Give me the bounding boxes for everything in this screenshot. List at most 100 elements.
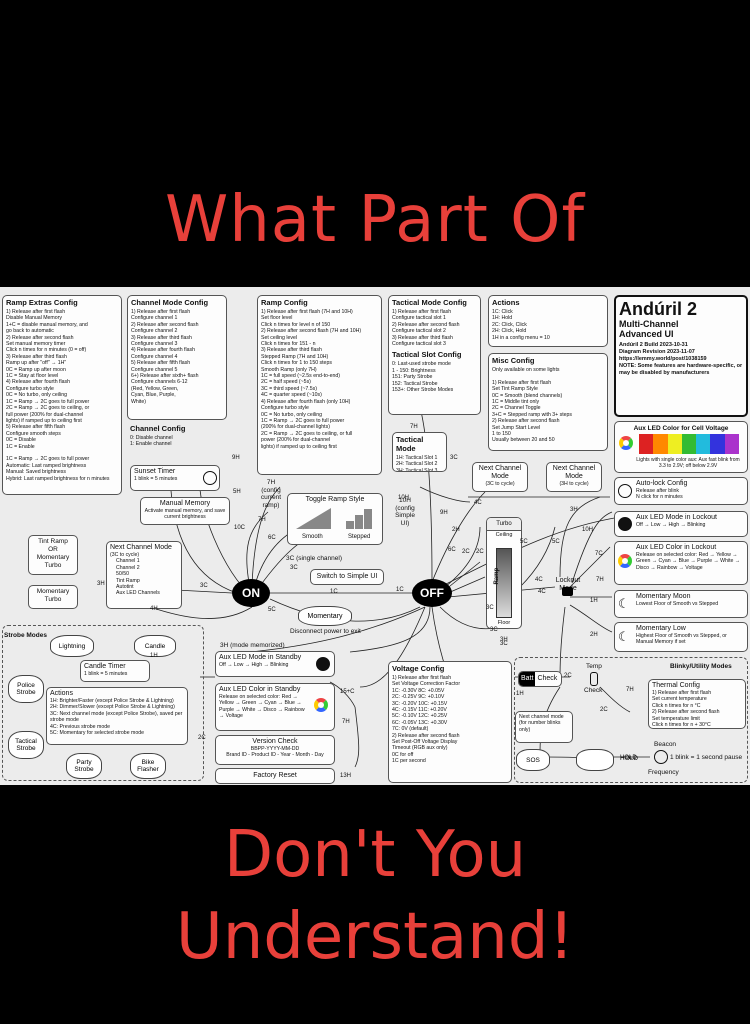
edge-label: 5C <box>520 539 528 545</box>
momentary-moon-sub: Lowest Floor of Smooth vs Stepped <box>636 601 719 607</box>
actions-line: 2H: Click, Hold <box>492 328 527 335</box>
factory-reset-panel: Factory Reset <box>215 768 335 784</box>
channel-mode-config-line: (Red, Yellow, Green, <box>131 385 179 392</box>
lock-icon <box>562 587 573 596</box>
strobe-actions-lines: 1H: Brighter/Faster (except Police Strob… <box>50 698 184 736</box>
actions-line: 1C: Click <box>492 309 513 315</box>
aux-led-lockout-sub: Off → Low → High → Blinking <box>636 522 706 528</box>
manual-memory-title: Manual Memory <box>159 500 211 507</box>
voltage-config-line: Set Voltage Correction Factor <box>392 681 461 688</box>
voltage-config-line: 4C: -0.15V 11C: +0.20V <box>392 707 447 714</box>
channel-config-title: Channel Config <box>130 424 186 433</box>
ramp-config-lines: 1) Release after first flash (7H and 10H… <box>261 309 378 450</box>
ramp-config-line: 2C = half speed (~5s) <box>261 379 311 386</box>
next-channel-mode-c-item-line: Tint Ramp <box>116 577 140 584</box>
auto-lock-title: Auto-lock Config <box>636 480 688 487</box>
manual-memory-panel: Manual Memory Activate manual memory, an… <box>140 497 230 525</box>
channel-mode-config-lines: 1) Release after first flash Configure c… <box>131 309 223 405</box>
ramp-config-line: 0C = No turbo, only ceiling <box>261 411 322 418</box>
edge-label: 3C <box>200 583 208 589</box>
channel-mode-config-line: Configure channel 2 <box>131 328 178 335</box>
ramp-extras-line: Automatic: Last ramped brightness <box>6 462 87 469</box>
edge-label: 9H <box>440 510 448 516</box>
edge-label: 7H <box>258 517 266 523</box>
tactical-mode-title: Tactical Mode <box>396 435 424 453</box>
edge-label: 4C <box>535 577 543 583</box>
batt-check-label: Check <box>537 675 558 682</box>
misc-config-line: 3+C = Stepped ramp with 3+ steps <box>492 411 573 418</box>
strobe-modes-group <box>2 625 204 781</box>
edge-label: 5H <box>233 489 241 495</box>
edge-label: 1H <box>150 653 158 659</box>
misc-config-line: Usually between 20 and 50 <box>492 437 555 444</box>
anduril-url[interactable]: https://lemmy.world/post/1038159 <box>619 356 707 362</box>
edge-label: 7C <box>595 551 603 557</box>
tactical-mode-config-lines: 1) Release after first flash Configure t… <box>392 309 477 347</box>
ramp-config-line: Click n times for 151 - n <box>261 341 316 348</box>
thermal-config-line: 2) Release after second flash <box>652 709 720 716</box>
next-channel-mode-a: Next Channel Mode (3C to cycle) <box>472 462 528 492</box>
ramp-gradient <box>496 548 512 618</box>
temp-check-label: Check <box>584 687 603 694</box>
ramp-extras-line: Configure turbo style <box>6 385 54 392</box>
ramp-config-line: 1C = full speed (~2.5s end-to-end) <box>261 373 341 380</box>
strobe-action-line: 4C: Previous strobe mode <box>50 723 110 730</box>
voltage-config-line: 1C: -0.30V 8C: +0.05V <box>392 687 445 694</box>
misc-config-lines: Only available on some lights 1) Release… <box>492 367 604 444</box>
auto-lock-config-panel: Auto-lock Config Release after blink N c… <box>614 477 748 505</box>
aux-led-lockout-title: Aux LED Mode in Lockout <box>636 514 717 521</box>
ramp-config-line: 3C = third speed (~7.5s) <box>261 385 317 392</box>
thermometer-icon <box>590 672 598 686</box>
edge-label: 4H <box>150 606 158 612</box>
next-channel-mode-c-item-line: Autotint <box>116 584 134 591</box>
stepped-label: Stepped <box>348 534 371 540</box>
version-check-panel: Version Check BBPP-YYYY-MM-DD Brand ID -… <box>215 735 335 765</box>
ramp-config-line: 2) Release after second flash (7H and 10… <box>261 328 362 335</box>
thermal-config-lines: 1) Release after first flash Set current… <box>652 690 742 728</box>
ramp-column: Turbo Ceiling Ramp Floor <box>486 517 522 629</box>
voltage-config-line: 6C: -0.05V 13C: +0.30V <box>392 719 448 726</box>
misc-config-line: 1 to 150 <box>492 431 511 438</box>
toggle-ramp-style-panel: Toggle Ramp Style Smooth Stepped <box>287 493 383 545</box>
tint-ramp-line: Momentary <box>36 554 70 561</box>
version-check-sub: BBPP-YYYY-MM-DD <box>250 746 300 752</box>
channel-mode-config-line: 1) Release after first flash <box>131 309 191 315</box>
sun-icon <box>618 517 632 531</box>
channel-config-line: 1: Enable channel <box>130 441 172 448</box>
anduril-header-panel: Andúril 2 Multi-Channel Advanced UI Andú… <box>614 295 748 417</box>
strobe-action-line: 2H: Dimmer/Slower (except Police Strobe … <box>50 704 175 711</box>
ceiling-label: Ceiling <box>495 532 513 538</box>
switch-simple-ui-title: Switch to Simple UI <box>316 573 378 580</box>
aux-standby-sub: Off → Low → High → Blinking <box>219 662 289 668</box>
toggle-ramp-style-title: Toggle Ramp Style <box>305 496 365 503</box>
ramp-config-title: Ramp Config <box>261 298 308 307</box>
aux-standby-title: Aux LED Mode in Standby <box>219 654 302 661</box>
aux-color-voltage-panel: Aux LED Color for Cell Voltage Lights wi… <box>614 421 748 473</box>
edge-label: 4C <box>474 500 482 506</box>
momentary-low-sub: Highest Floor of Smooth vs Stepped, or M… <box>636 633 727 646</box>
edge-label: 6C <box>268 535 276 541</box>
ramp-extras-line: 4) Release after fourth flash <box>6 379 71 386</box>
auto-lock-sub: Release after blink N click for n minute… <box>636 488 683 501</box>
next-channel-mode-c-panel: Next Channel Mode (3C to cycle) Channel … <box>106 541 182 609</box>
voltage-config-line: Set Post-Off Voltage Display <box>392 739 458 746</box>
beacon-pause-label: 1 blink = 1 second pause <box>670 754 743 761</box>
ramp-extras-line: 3) Release after third flash <box>6 353 67 360</box>
edge-label: 1H <box>590 598 598 604</box>
ramp-config-line: lights) if ramped up to ceiling first <box>261 443 337 450</box>
thermal-config-line: Set temperature limit <box>652 715 700 722</box>
channel-mode-config-title: Channel Mode Config <box>131 298 209 307</box>
floor-label: Floor <box>497 619 511 626</box>
tactical-slot-config-line: 153+: Other Strobe Modes <box>392 387 454 394</box>
caption-bottom-line-2: Understand! <box>175 900 575 974</box>
anduril-subtitle-2: Advanced UI <box>619 329 674 339</box>
actions-line: 1H: Hold <box>492 315 513 322</box>
edge-label: 3C <box>486 605 494 611</box>
channel-config-line: 0: Disable channel <box>130 435 173 441</box>
ramp-extras-line: Disable Manual Memory <box>6 315 62 322</box>
ramp-extras-lines: 1) Release after first flash Disable Man… <box>6 309 118 482</box>
edge-label: 1C <box>330 589 338 595</box>
next-channel-blink-panel: Next channel mode (for number blinks onl… <box>515 711 573 743</box>
